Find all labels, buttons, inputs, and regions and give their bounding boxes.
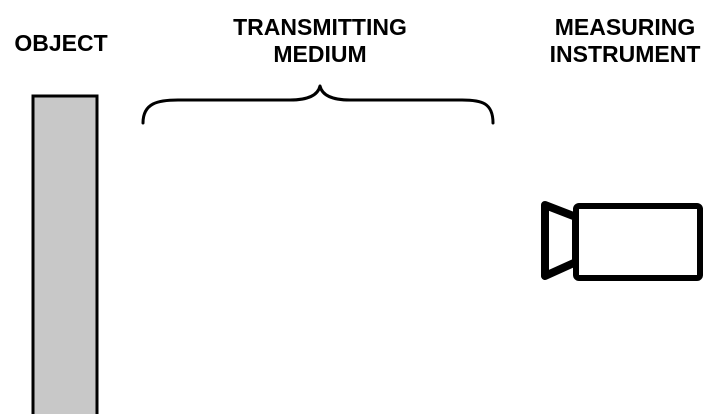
- camera-lens-icon: [541, 201, 580, 280]
- transmitting-medium-label: TRANSMITTING MEDIUM: [195, 14, 445, 68]
- video-camera-icon: [541, 201, 703, 281]
- object-label-text: OBJECT: [14, 30, 108, 56]
- transmitting-medium-line2: MEDIUM: [273, 41, 367, 67]
- object-block: [31, 94, 99, 414]
- transmitting-medium-line1: TRANSMITTING: [233, 14, 407, 40]
- measuring-instrument-line2: INSTRUMENT: [549, 41, 701, 67]
- object-label: OBJECT: [5, 30, 117, 57]
- measuring-instrument-label: MEASURING INSTRUMENT: [525, 14, 725, 68]
- curly-brace-icon: [141, 84, 495, 125]
- camera-body-icon: [573, 203, 703, 281]
- measuring-instrument-line1: MEASURING: [554, 14, 696, 40]
